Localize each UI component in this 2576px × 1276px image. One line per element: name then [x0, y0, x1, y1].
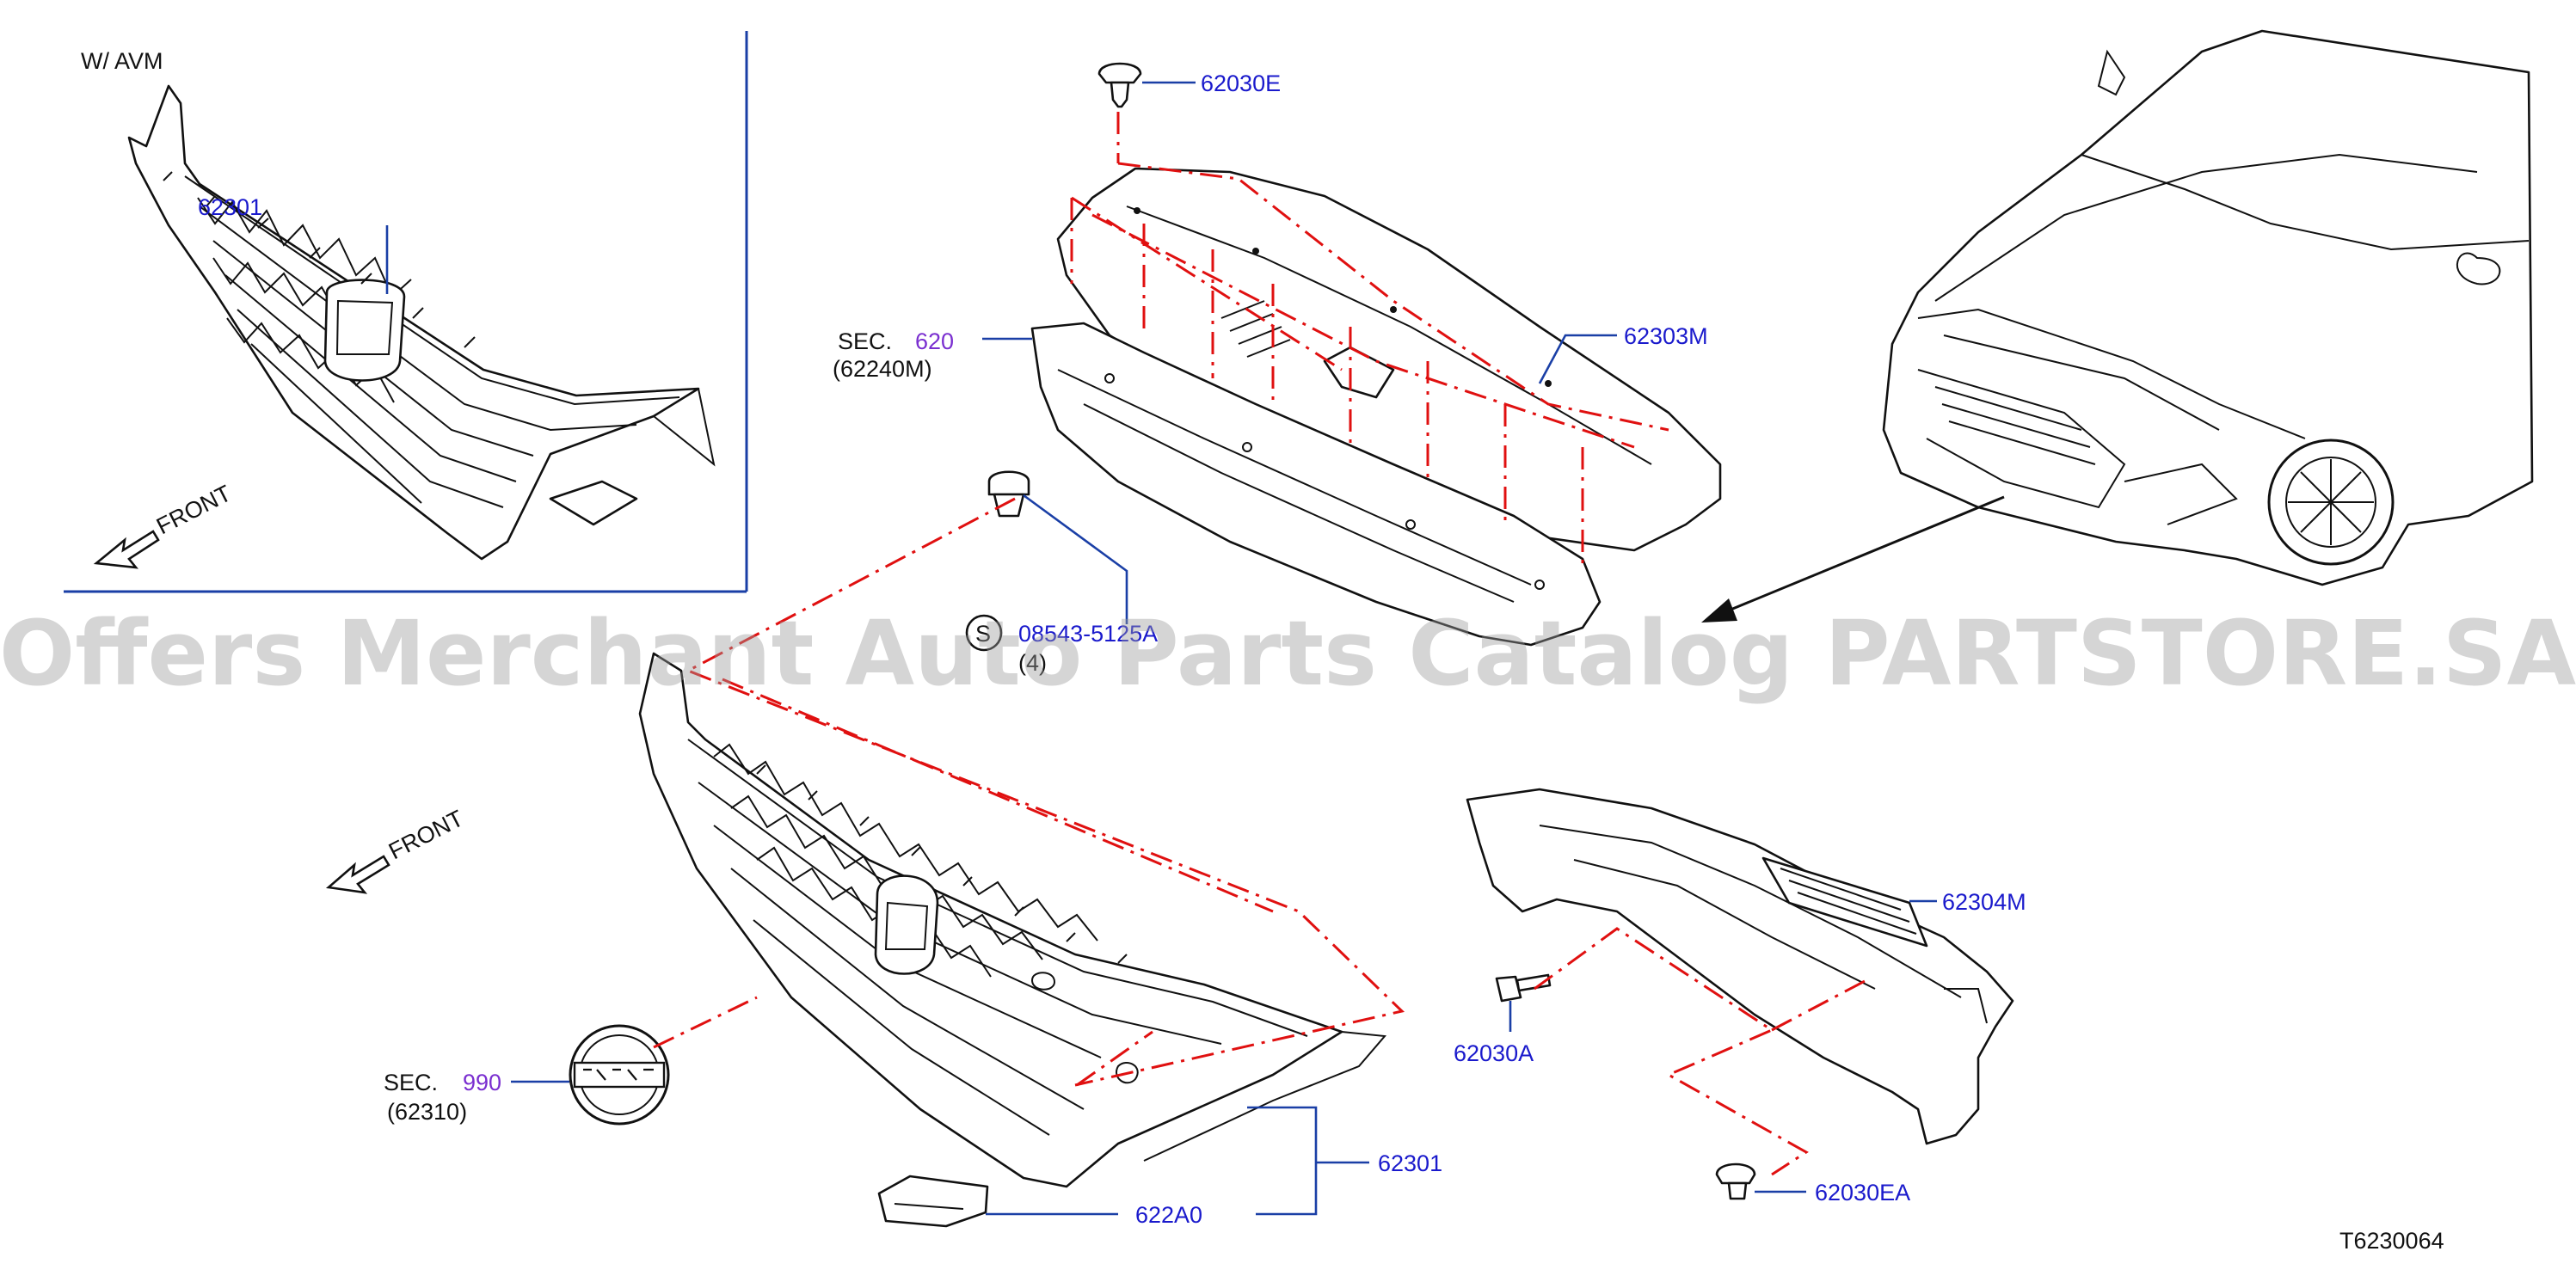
diagram-code: T6230064 [2339, 1228, 2444, 1254]
radiator-core-cover-drawing [1056, 167, 1722, 552]
callout-62030EA: 62030EA [1815, 1180, 1910, 1205]
main-front-label: FRONT [384, 805, 467, 864]
callout-62030E: 62030E [1201, 71, 1281, 96]
grille-support-62304M-drawing [1466, 788, 2014, 1145]
bezel-622A0-icon [877, 1175, 989, 1228]
inset-grille-drawing [127, 84, 716, 561]
callout-622A0: 622A0 [1135, 1202, 1202, 1228]
callout-62304M: 62304M [1942, 889, 2026, 915]
inset-variant-label: W/ AVM [81, 48, 163, 74]
inset-front-arrow-icon [93, 530, 160, 569]
callout-62030A: 62030A [1454, 1040, 1534, 1066]
sec990-number: 990 [463, 1070, 501, 1095]
vehicle-locator-drawing [1882, 29, 2534, 586]
inset-front-label: FRONT [152, 480, 235, 539]
assembly-lines [653, 112, 1867, 1176]
front-grille-drawing [638, 652, 1387, 1188]
screw-quantity: (4) [1018, 650, 1047, 676]
screw-08543-icon [987, 470, 1030, 518]
clip-62030EA-icon [1715, 1163, 1756, 1200]
main-front-arrow-icon [325, 855, 390, 894]
inset-part-62301-label: 62301 [198, 194, 262, 220]
clip-62030E-icon [1097, 62, 1142, 108]
nissan-emblem-icon [569, 1024, 670, 1126]
locator-arrow-icon [1701, 495, 2005, 623]
sec620-ref: (62240M) [833, 356, 932, 382]
callout-62303M: 62303M [1624, 323, 1708, 349]
callout-08543-5125A: 08543-5125A [1018, 621, 1158, 647]
sec990-ref: (62310) [387, 1099, 467, 1125]
screw-symbol: S [975, 621, 991, 647]
sec620-bracket-drawing [1030, 322, 1602, 647]
bolt-62030A-icon [1495, 973, 1552, 1003]
callout-62301: 62301 [1378, 1150, 1442, 1176]
sec990-prefix: SEC. [384, 1070, 438, 1095]
inset-panel: W/ AVM 62301 FRONT [64, 31, 748, 593]
sec620-number: 620 [915, 328, 954, 354]
sec620-prefix: SEC. [838, 328, 892, 354]
watermark-text: Offers Merchant Auto Parts Catalog PARTS… [0, 601, 2576, 706]
